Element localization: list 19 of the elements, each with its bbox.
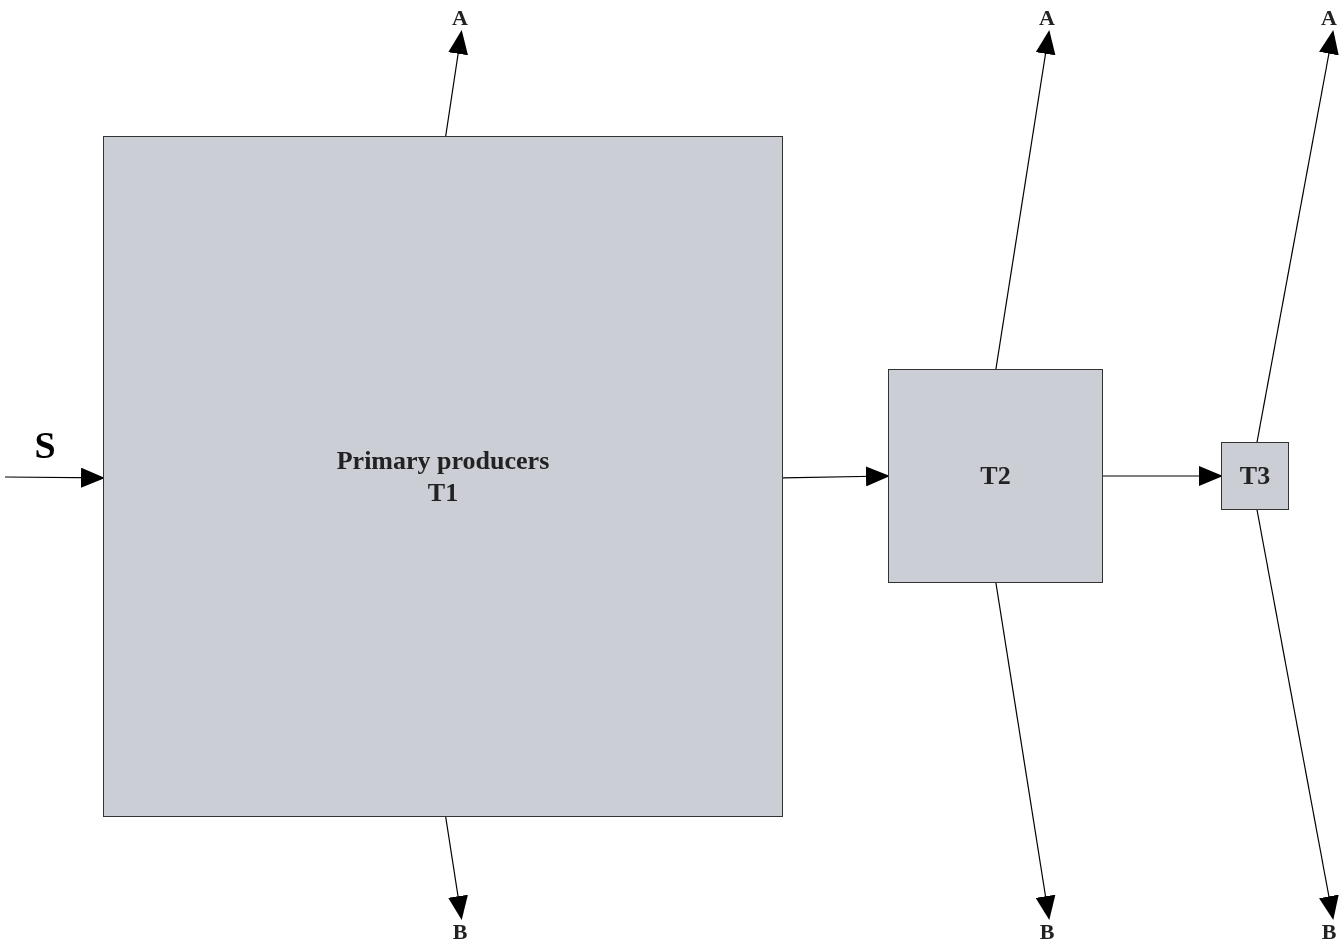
flow-label: A bbox=[1033, 4, 1061, 32]
arrow bbox=[995, 30, 1056, 370]
trophic-level-box: T3 bbox=[1221, 442, 1289, 510]
trophic-level-box: Primary producers T1 bbox=[103, 136, 783, 817]
flow-label: B bbox=[1033, 918, 1061, 946]
arrow bbox=[1256, 30, 1339, 443]
flow-label: A bbox=[446, 4, 474, 32]
flow-label: B bbox=[1315, 918, 1343, 946]
flow-label: A bbox=[1315, 4, 1343, 32]
trophic-level-box: T2 bbox=[888, 369, 1103, 583]
arrow bbox=[782, 466, 890, 487]
arrow bbox=[445, 30, 468, 137]
arrow bbox=[995, 582, 1056, 920]
arrow bbox=[1256, 509, 1339, 920]
arrow bbox=[4, 467, 105, 488]
edge-label: S bbox=[34, 426, 56, 464]
arrow bbox=[1102, 466, 1223, 486]
arrow bbox=[445, 816, 468, 920]
flow-label: B bbox=[446, 918, 474, 946]
